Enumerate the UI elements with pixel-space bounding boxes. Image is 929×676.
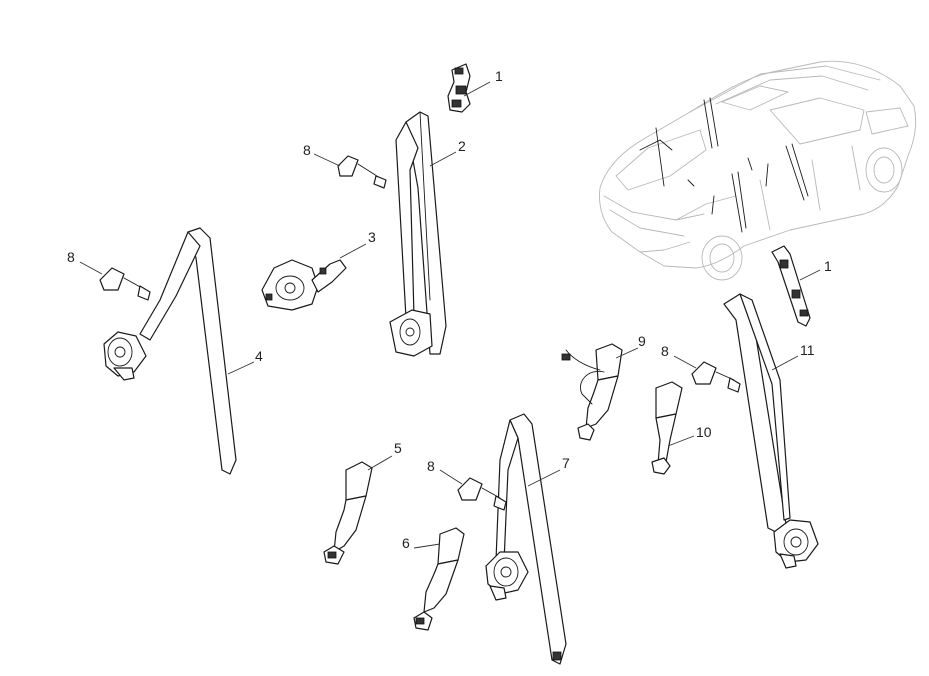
part-4-rear-left-belt (103, 227, 237, 475)
leader-lines (79, 81, 821, 549)
part-8-anchor-bracket-c (457, 477, 507, 511)
callout-8-right: 8 (661, 343, 669, 359)
part-8-anchor-bracket-a (337, 155, 387, 189)
part-7-rear-center-belt (485, 413, 567, 665)
part-8-anchor-bracket-b (99, 267, 151, 301)
part-11-rear-right-belt (723, 293, 819, 569)
callout-6: 6 (402, 535, 410, 551)
callout-9: 9 (638, 333, 646, 349)
callout-8-center: 8 (427, 458, 435, 474)
callout-8-left: 8 (67, 249, 75, 265)
part-2-front-belt-assembly (389, 111, 447, 357)
part-10-buckle (651, 381, 683, 475)
callout-7: 7 (562, 455, 570, 471)
callout-4: 4 (255, 348, 263, 364)
vehicle-overview (599, 60, 917, 281)
part-5-buckle (323, 461, 373, 565)
callout-1-right: 1 (824, 258, 832, 274)
part-3-retractor-buckle (261, 259, 347, 311)
callout-8-top: 8 (303, 142, 311, 158)
part-1-right-height-adjuster (771, 245, 811, 327)
callout-11: 11 (800, 342, 815, 358)
callout-2: 2 (458, 138, 466, 154)
part-6-buckle (413, 527, 465, 631)
callout-1-upper: 1 (495, 68, 503, 84)
part-9-buckle-with-sensor-wire (561, 343, 623, 441)
callout-3: 3 (368, 229, 376, 245)
callout-10: 10 (696, 424, 712, 440)
part-1-upper-height-adjuster (447, 63, 471, 113)
callout-5: 5 (394, 440, 402, 456)
part-8-anchor-bracket-d (691, 361, 741, 393)
callout-labels: 1 1 2 3 4 5 6 7 8 8 8 8 9 10 11 (67, 68, 832, 551)
